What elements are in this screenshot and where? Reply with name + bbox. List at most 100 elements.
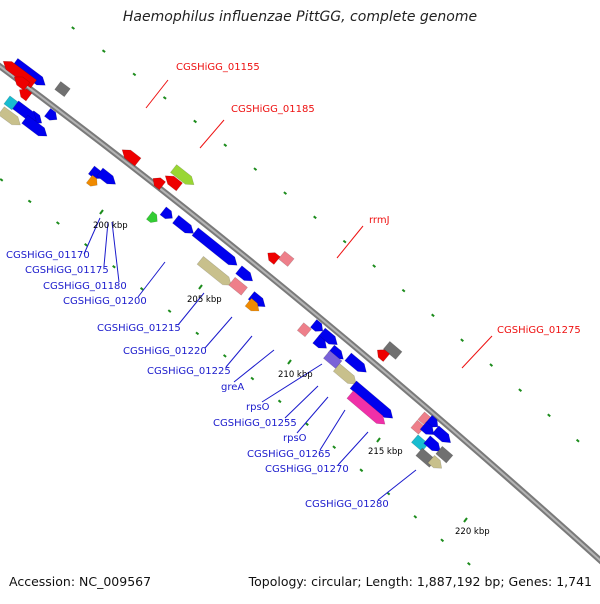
track-dot (431, 313, 435, 318)
gene-feature (85, 174, 98, 187)
track-dot (112, 265, 116, 269)
gene-label: CGSHiGG_01255 (213, 418, 297, 429)
gene-feature (423, 435, 441, 452)
gene-feature (431, 425, 452, 444)
track-dot (167, 309, 172, 313)
gene-label: CGSHiGG_01175 (25, 265, 109, 276)
label-leaders (83, 79, 493, 501)
track-dot (460, 338, 464, 342)
gene-label: CGSHiGG_01170 (6, 250, 90, 261)
gene-feature (121, 149, 142, 167)
track-dot (195, 331, 200, 336)
gene-label: greA (221, 382, 244, 393)
gene-label: CGSHiGG_01180 (43, 281, 127, 292)
gene-feature (152, 177, 167, 191)
scale-tick-mark (287, 359, 292, 365)
gene-label: CGSHiGG_01225 (147, 366, 231, 377)
gene-label: CGSHiGG_01270 (265, 464, 349, 475)
gene-label: CGSHiGG_01200 (63, 296, 147, 307)
label-leader-line (337, 431, 369, 466)
label-leader-line (199, 119, 225, 149)
scale-tick-label: 210 kbp (278, 370, 313, 380)
gene-label: rpsO (283, 433, 307, 444)
gene-feature (172, 214, 195, 234)
track-dot (222, 354, 227, 358)
scale-tick-mark (376, 437, 381, 443)
scale-tick-label: 215 kbp (368, 447, 403, 457)
track-dot (162, 96, 167, 100)
scale-tick-label: 220 kbp (455, 527, 490, 537)
track-dot (575, 438, 580, 443)
scale-tick-label: 205 kbp (187, 295, 222, 305)
label-leader-line (233, 349, 275, 383)
gene-label: rrmJ (369, 215, 390, 226)
genome-backbone (0, 62, 600, 565)
track-dot (467, 562, 471, 566)
gene-feature (3, 95, 19, 111)
gene-feature (318, 327, 338, 346)
gene-feature (349, 380, 394, 419)
track-dot (223, 143, 228, 147)
track-dot (132, 72, 137, 77)
track-dot (372, 264, 377, 268)
gene-feature (96, 167, 117, 185)
gene-label: CGSHiGG_01275 (497, 325, 581, 336)
gene-feature (376, 349, 391, 363)
gene-feature (419, 421, 435, 435)
gene-feature (196, 255, 232, 286)
gene-label: rpsO (246, 402, 270, 413)
label-leader-line (336, 225, 364, 259)
label-leader-line (177, 292, 205, 326)
label-leader-line (225, 335, 253, 368)
gene-feature (312, 334, 327, 349)
gene-feature (344, 352, 367, 373)
gene-feature (435, 445, 454, 464)
track-dot (0, 178, 4, 182)
label-leader-line (461, 335, 493, 369)
gene-feature (13, 76, 31, 91)
gene-feature (267, 252, 281, 265)
gene-feature (346, 390, 386, 425)
label-leader-line (83, 217, 101, 255)
gene-label: CGSHiGG_01155 (176, 62, 260, 73)
track-dot (401, 288, 406, 293)
gene-feature (332, 363, 357, 385)
gene-feature (191, 227, 238, 266)
label-leader-line (377, 469, 417, 501)
gene-feature (235, 265, 254, 282)
track-dot (313, 215, 317, 220)
track-dot (489, 363, 494, 367)
track-dot (359, 468, 364, 473)
gene-feature (169, 164, 195, 186)
track-dot (71, 26, 75, 30)
track-dot (413, 515, 418, 519)
track-dot (305, 422, 309, 426)
gene-feature (145, 210, 158, 223)
track-dot (547, 413, 551, 418)
label-leader-line (145, 79, 169, 109)
scale-tick-label: 200 kbp (93, 221, 128, 231)
feature-layer (0, 57, 454, 469)
gene-feature (43, 107, 58, 121)
track-dot (84, 243, 88, 247)
gene-feature (277, 250, 295, 267)
label-leader-line (261, 363, 323, 403)
gene-feature (244, 297, 260, 312)
gene-feature (309, 319, 324, 332)
gene-feature (296, 322, 312, 338)
topology-text: Topology: circular; Length: 1,887,192 bp… (248, 574, 592, 589)
track-dot (250, 376, 255, 381)
track-dot (342, 239, 347, 244)
gene-feature (0, 106, 21, 126)
gene-label: CGSHiGG_01185 (231, 104, 315, 115)
genome-backbone-highlight (0, 65, 600, 562)
track-dot (277, 399, 282, 404)
track-dot (253, 167, 258, 171)
label-leader-line (103, 221, 109, 267)
gene-feature (382, 340, 403, 360)
accession-text: Accession: NC_009567 (9, 574, 152, 589)
track-dot (332, 445, 337, 449)
label-leader-line (111, 221, 120, 283)
